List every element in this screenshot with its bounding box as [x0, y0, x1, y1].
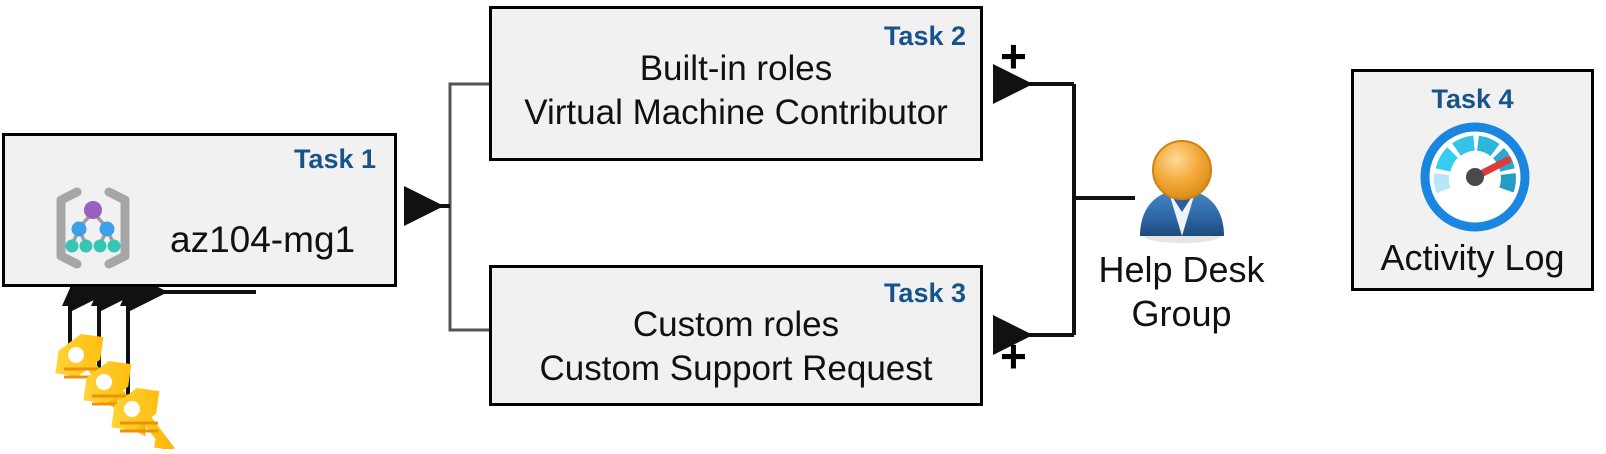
task4-tag: Task 4 — [1431, 84, 1514, 114]
task4-box[interactable]: Task 4 Activity Log — [1351, 69, 1594, 291]
task3-line1: Custom roles — [632, 305, 840, 344]
keys-icon — [38, 315, 178, 454]
task1-box[interactable]: Task 1 az104-mg1 — [2, 133, 397, 287]
task2-line1: Built-in roles — [639, 49, 833, 88]
help-desk-label-line1: Help Desk — [1098, 249, 1265, 290]
activity-log-gauge-icon — [1420, 122, 1530, 232]
task1-label: az104-mg1 — [170, 219, 356, 260]
user-group-icon — [1132, 136, 1232, 244]
management-group-icon — [47, 180, 139, 272]
task3-tag: Task 3 — [883, 278, 966, 308]
task3-line2: Custom Support Request — [539, 349, 933, 388]
help-desk-group[interactable]: Help Desk Group — [1084, 136, 1279, 336]
task2-line2: Virtual Machine Contributor — [524, 93, 948, 132]
task4-caption: Activity Log — [1380, 237, 1565, 278]
plus-icon-top: + — [1000, 30, 1027, 82]
task1-tag: Task 1 — [293, 144, 376, 174]
help-desk-label-line2: Group — [1131, 293, 1232, 334]
task2-tag: Task 2 — [883, 21, 966, 51]
task3-box[interactable]: Task 3 Custom roles Custom Support Reque… — [489, 265, 983, 406]
plus-icon-bottom: + — [1000, 330, 1027, 382]
task2-box[interactable]: Task 2 Built-in roles Virtual Machine Co… — [489, 6, 983, 161]
